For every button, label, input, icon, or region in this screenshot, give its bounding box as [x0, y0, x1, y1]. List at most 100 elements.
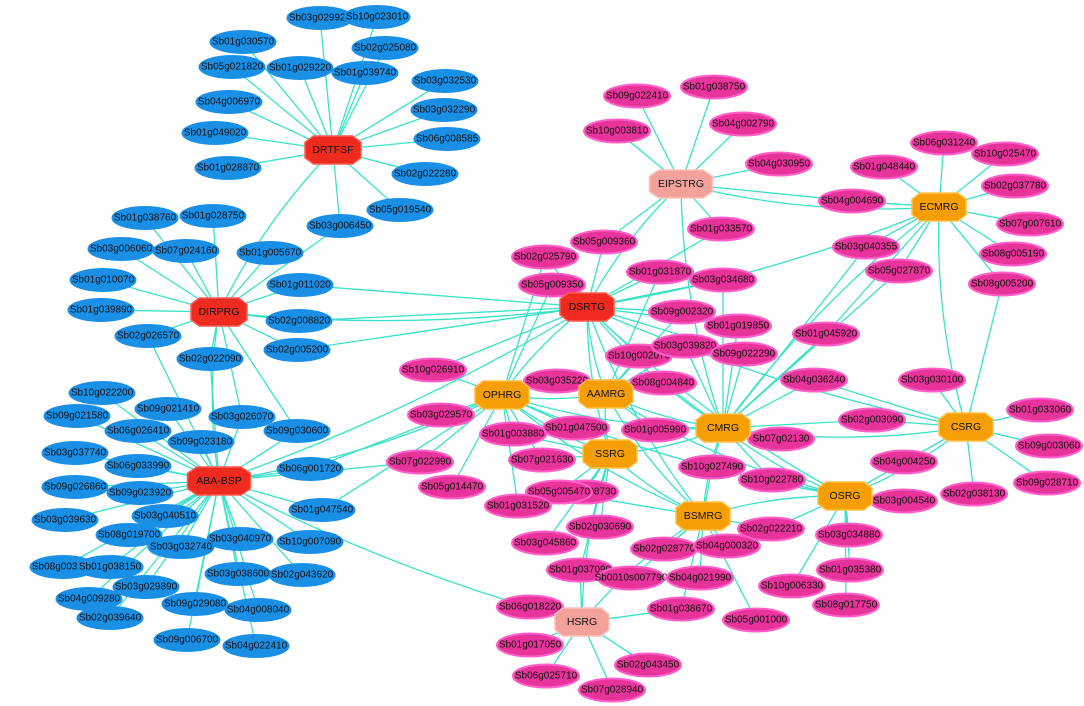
hub-node-ecmrg[interactable]: ECMRG — [911, 192, 967, 222]
gene-node-sb09g021580[interactable]: Sb09g021580 — [43, 404, 111, 428]
gene-node-sb01g033060[interactable]: Sb01g033060 — [1006, 397, 1074, 423]
gene-node-sb01g017050[interactable]: Sb01g017050 — [496, 632, 564, 658]
gene-node-sb01g030570[interactable]: Sb01g030570 — [209, 30, 277, 54]
gene-node-sb09g022290[interactable]: Sb09g022290 — [710, 341, 778, 367]
gene-node-sb05g019540[interactable]: Sb05g019540 — [366, 198, 434, 222]
gene-node-sb09g026860[interactable]: Sb09g026860 — [41, 475, 109, 499]
gene-node-sb08g019700[interactable]: Sb08g019700 — [95, 523, 163, 547]
gene-node-sb03g032530[interactable]: Sb03g032530 — [411, 69, 479, 93]
gene-node-sb03g040510[interactable]: Sb03g040510 — [131, 504, 199, 528]
gene-node-sb03g029570[interactable]: Sb03g029570 — [407, 402, 475, 428]
gene-node-sb04g002790[interactable]: Sb04g002790 — [709, 111, 777, 137]
gene-node-sb06g018220[interactable]: Sb06g018220 — [496, 594, 564, 620]
gene-node-sb09g002320[interactable]: Sb09g002320 — [648, 299, 716, 325]
gene-node-sb01g039890[interactable]: Sb01g039890 — [67, 298, 135, 322]
gene-node-sb09g021410[interactable]: Sb09g021410 — [134, 397, 202, 421]
gene-node-sb01g029220[interactable]: Sb01g029220 — [266, 56, 334, 80]
hub-node-aamrg[interactable]: AAMRG — [578, 379, 634, 409]
hub-node-dirprg[interactable]: DIRPRG — [190, 297, 248, 327]
gene-node-sb09g028710[interactable]: Sb09g028710 — [1013, 470, 1081, 496]
gene-node-sb02g022280[interactable]: Sb02g022280 — [391, 162, 459, 186]
gene-node-sb02g025790[interactable]: Sb02g025790 — [511, 244, 579, 270]
gene-node-sb02g043450[interactable]: Sb02g043450 — [614, 652, 682, 678]
gene-node-sb02g037780[interactable]: Sb02g037780 — [981, 173, 1049, 199]
gene-node-sb01g048440[interactable]: Sb01g048440 — [850, 154, 918, 180]
hub-node-bsmrg[interactable]: BSMRG — [675, 501, 731, 531]
gene-node-sb01g039740[interactable]: Sb01g039740 — [331, 61, 399, 85]
gene-node-sb09g023920[interactable]: Sb09g023920 — [106, 481, 174, 505]
gene-node-sb08g005190[interactable]: Sb08g005190 — [979, 241, 1047, 267]
gene-node-sb09g030600[interactable]: Sb09g030600 — [263, 419, 331, 443]
gene-node-sb07g021630[interactable]: Sb07g021630 — [508, 447, 576, 473]
gene-node-sb01g028870[interactable]: Sb01g028870 — [194, 156, 262, 180]
gene-node-sb08g017750[interactable]: Sb08g017750 — [812, 592, 880, 618]
gene-node-sb02g022090[interactable]: Sb02g022090 — [176, 347, 244, 371]
gene-node-sb06g025710[interactable]: Sb06g025710 — [512, 663, 580, 689]
gene-node-sb04g008040[interactable]: Sb04g008040 — [224, 598, 292, 622]
gene-node-sb01g011020[interactable]: Sb01g011020 — [266, 273, 334, 297]
gene-node-sb03g039820[interactable]: Sb03g039820 — [651, 333, 719, 359]
gene-node-sb01g028750[interactable]: Sb01g028750 — [179, 204, 247, 228]
gene-node-sb03g039630[interactable]: Sb03g039630 — [31, 508, 99, 532]
gene-node-sb01g038760[interactable]: Sb01g038760 — [111, 206, 179, 230]
gene-node-sb01g038750[interactable]: Sb01g038750 — [680, 74, 748, 100]
gene-node-sb05g014470[interactable]: Sb05g014470 — [418, 474, 486, 500]
gene-node-sb03g032290[interactable]: Sb03g032290 — [410, 98, 478, 122]
hub-node-aba-bsp[interactable]: ABA-BSP — [186, 466, 252, 496]
gene-node-sb04g021990[interactable]: Sb04g021990 — [666, 565, 734, 591]
gene-node-sb06g008585[interactable]: Sb06g008585 — [413, 127, 481, 151]
gene-node-sb09g006700[interactable]: Sb09g006700 — [153, 628, 221, 652]
hub-node-csrg[interactable]: CSRG — [938, 412, 994, 442]
gene-node-sb01g045920[interactable]: Sb01g045920 — [792, 321, 860, 347]
hub-node-osrg[interactable]: OSRG — [817, 481, 873, 511]
gene-node-sb08g004840[interactable]: Sb08g004840 — [629, 370, 697, 396]
gene-node-sb02g043620[interactable]: Sb02g043620 — [268, 563, 336, 587]
gene-node-sb05g001000[interactable]: Sb05g001000 — [722, 607, 790, 633]
gene-node-sb07g028940[interactable]: Sb07g028940 — [578, 677, 646, 703]
gene-node-sb03g030100[interactable]: Sb03g030100 — [898, 367, 966, 393]
gene-node-sb05g009360[interactable]: Sb05g009360 — [570, 229, 638, 255]
gene-node-sb02g038130[interactable]: Sb02g038130 — [940, 481, 1008, 507]
gene-node-sb07g02130[interactable]: Sb07g02130 — [747, 426, 815, 452]
hub-node-eipstrg[interactable]: EIPSTRG — [648, 169, 714, 199]
gene-node-sb02g008820[interactable]: Sb02g008820 — [265, 309, 333, 333]
hub-node-ophrg[interactable]: OPHRG — [474, 380, 530, 410]
gene-node-sb04g006970[interactable]: Sb04g006970 — [195, 90, 263, 114]
gene-node-sb06g033990[interactable]: Sb06g033990 — [104, 454, 172, 478]
hub-node-drtfsf[interactable]: DRTFSF — [304, 135, 362, 165]
gene-node-sb03g040355[interactable]: Sb03g040355 — [832, 234, 900, 260]
hub-node-dsrtg[interactable]: DSRTG — [559, 292, 615, 322]
gene-node-sb10g027490[interactable]: Sb10g027490 — [678, 454, 746, 480]
gene-node-sb04g030950[interactable]: Sb04g030950 — [745, 151, 813, 177]
gene-node-sb03g004540[interactable]: Sb03g004540 — [870, 488, 938, 514]
gene-node-sb10g003810[interactable]: Sb10g003810 — [583, 118, 651, 144]
gene-node-sb01g003880[interactable]: Sb01g003880 — [479, 421, 547, 447]
gene-node-sb02g003090[interactable]: Sb02g003090 — [838, 407, 906, 433]
gene-node-sb06g001720[interactable]: Sb06g001720 — [276, 457, 344, 481]
gene-node-sb03g006450[interactable]: Sb03g006450 — [306, 214, 374, 238]
gene-node-sb01g038150[interactable]: Sb01g038150 — [76, 555, 144, 579]
gene-node-sb10g007090[interactable]: Sb10g007090 — [276, 530, 344, 554]
gene-node-sb01g049020[interactable]: Sb01g049020 — [181, 121, 249, 145]
gene-node-sb02g026570[interactable]: Sb02g026570 — [114, 324, 182, 348]
gene-node-sb07g022990[interactable]: Sb07g022990 — [386, 449, 454, 475]
gene-node-sb05g021820[interactable]: Sb05g021820 — [198, 55, 266, 79]
gene-node-sb01g035380[interactable]: Sb01g035380 — [816, 557, 884, 583]
gene-node-sb10g022200[interactable]: Sb10g022200 — [68, 381, 136, 405]
gene-node-sb07g024160[interactable]: Sb07g024160 — [152, 239, 220, 263]
hub-node-cmrg[interactable]: CMRG — [695, 413, 751, 443]
gene-node-sb04g022410[interactable]: Sb04g022410 — [222, 634, 290, 658]
gene-node-sb01g031870[interactable]: Sb01g031870 — [626, 259, 694, 285]
gene-node-sb05g009350[interactable]: Sb05g009350 — [518, 272, 586, 298]
gene-node-sb09g003060[interactable]: Sb09g003060 — [1015, 433, 1083, 459]
gene-node-sb01g005670[interactable]: Sb01g005670 — [236, 241, 304, 265]
gene-node-sb03g006060[interactable]: Sb03g006060 — [87, 237, 155, 261]
gene-node-sb09g029080[interactable]: Sb09g029080 — [161, 592, 229, 616]
gene-node-sb10g006330[interactable]: Sb10g006330 — [758, 573, 826, 599]
gene-node-sb01g005990[interactable]: Sb01g005990 — [621, 417, 689, 443]
gene-node-sb01g038670[interactable]: Sb01g038670 — [647, 596, 715, 622]
gene-node-sb03g034880[interactable]: Sb03g034880 — [815, 522, 883, 548]
gene-node-sb09g022410[interactable]: Sb09g022410 — [603, 83, 671, 109]
gene-node-sb01g033570[interactable]: Sb01g033570 — [687, 216, 755, 242]
gene-node-sb03g034680[interactable]: Sb03g034680 — [689, 267, 757, 293]
